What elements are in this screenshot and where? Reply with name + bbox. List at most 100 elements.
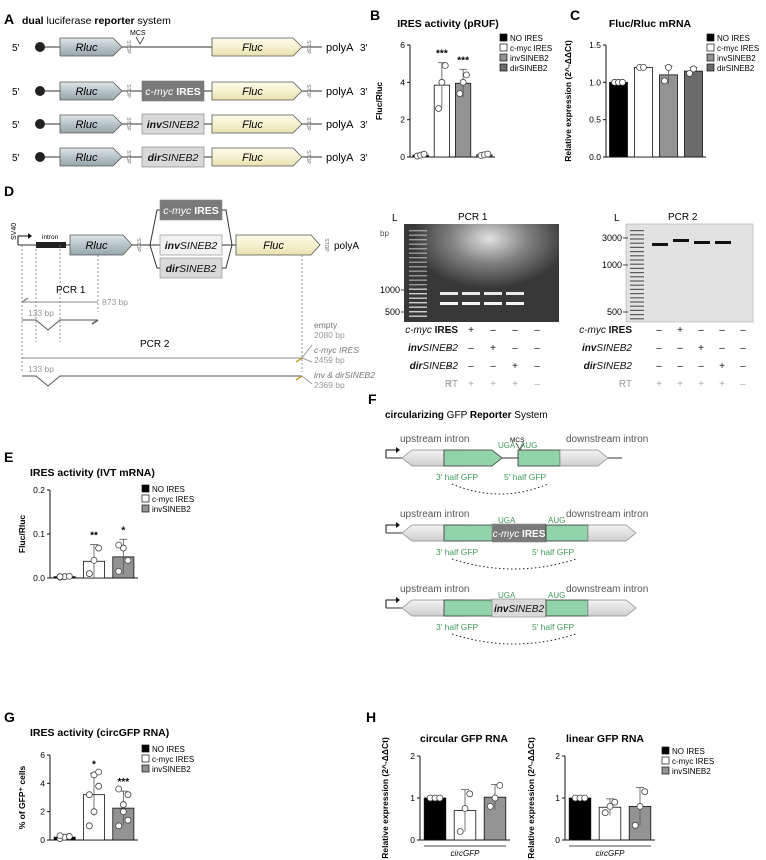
stop-label: STOP — [125, 117, 131, 131]
ladder-band — [630, 297, 644, 299]
fluc-stop: STOP — [305, 84, 311, 98]
x-axis-label: circGFP — [596, 849, 626, 858]
gfp-promoter — [385, 449, 398, 458]
chart-title: Fluc/Rluc mRNA — [609, 18, 692, 30]
insert-label-f: invSINEB2 — [494, 604, 544, 615]
insert-box — [141, 146, 205, 168]
gel2-cell: + — [698, 379, 704, 390]
label-part: IRES — [191, 205, 218, 217]
fluc-gene — [211, 114, 303, 134]
gel1-band-lower — [440, 302, 458, 305]
legend-label: c-myc IRES — [717, 44, 759, 53]
pcr2-primer-r — [295, 357, 303, 363]
pcr2-spliced-size: 133 bp — [28, 364, 54, 374]
legend-swatch — [706, 33, 715, 42]
y-tick-label: 0.5 — [589, 115, 601, 125]
fluc-gene-d — [235, 234, 321, 256]
gel1-band-lower — [484, 302, 502, 305]
data-point — [119, 801, 127, 808]
gel2-cell: + — [677, 379, 683, 390]
gel2-cell: – — [698, 361, 704, 372]
legend-label: NO IRES — [717, 34, 750, 43]
label-part: inv — [582, 343, 598, 354]
gel1-cell: – — [490, 361, 496, 372]
label-part: SINEB2 — [179, 263, 217, 275]
ladder-band — [409, 270, 427, 272]
y-tick-label: 0.0 — [589, 152, 601, 162]
half3-label: 3′ half GFP — [436, 472, 479, 482]
data-point — [491, 794, 499, 802]
polya-label-d: polyA — [334, 241, 359, 252]
five-prime-label: 5′ — [12, 120, 20, 131]
legend-swatch — [141, 494, 150, 503]
gel1-cell: – — [534, 325, 540, 336]
rluc-gene — [59, 81, 123, 101]
gel2-cell: + — [677, 325, 683, 336]
data-point — [641, 788, 649, 796]
y-axis-label: Fluc/Rluc — [374, 82, 384, 121]
downstream-intron — [587, 599, 637, 617]
fluc-gene — [211, 81, 303, 101]
significance-mark: ** — [90, 531, 98, 542]
gel2-band — [673, 239, 689, 242]
data-point — [124, 791, 132, 799]
insert-label: dirSINEB2 — [148, 152, 199, 164]
downstream-intron-label: downstream intron — [566, 584, 648, 595]
bar-3 — [684, 70, 703, 158]
significance-mark: * — [92, 759, 96, 770]
data-point — [90, 808, 98, 816]
ladder-band — [630, 288, 644, 290]
gel2-ladder-label: L — [614, 213, 620, 224]
gel1-mark-0: 1000 — [380, 285, 400, 295]
panel-f-title: circularizing GFP Reporter System — [385, 410, 548, 421]
ladder-band — [630, 276, 644, 278]
legend-swatch — [661, 766, 670, 775]
data-point — [56, 573, 64, 581]
y-tick-label: 0.0 — [33, 573, 45, 583]
mcs-label: MCS — [130, 30, 146, 37]
data-point — [95, 768, 103, 776]
y-tick-label: 0 — [555, 835, 560, 845]
data-point — [661, 77, 668, 85]
pcr2-spliced — [22, 375, 302, 387]
half5-label: 5′ half GFP — [532, 547, 575, 557]
legend-label: NO IRES — [152, 745, 185, 754]
five-prime-label: 5′ — [12, 43, 20, 54]
panel-a: A dual luciferase reporter system 5′Rluc… — [4, 11, 368, 168]
panel-f-letter: F — [368, 391, 377, 407]
mcs-mark — [135, 36, 145, 45]
legend-swatch — [706, 53, 715, 62]
gel1-cell: – — [490, 325, 496, 336]
legend-label: c-myc IRES — [510, 44, 552, 53]
ladder-band — [409, 252, 427, 254]
data-point — [456, 90, 464, 97]
gel2-cell: – — [740, 325, 746, 336]
rluc-gene-label: Rluc — [75, 152, 98, 164]
gel1-cell: – — [468, 361, 474, 372]
intron-block — [36, 242, 66, 248]
gfp-promoter-head — [396, 597, 400, 603]
data-point — [640, 64, 647, 71]
ladder-band — [630, 301, 644, 303]
y-tick-label: 2 — [400, 115, 405, 125]
rluc-stop-d: STOP — [135, 238, 141, 252]
data-point — [686, 69, 693, 77]
y-tick-label: 1.0 — [589, 77, 601, 87]
data-point — [115, 541, 123, 549]
insert-label: invSINEB2 — [147, 119, 200, 131]
fluc-stop: STOP — [305, 40, 311, 54]
panel-f: F circularizing GFP Reporter System upst… — [368, 391, 648, 645]
five-prime-label: 5′ — [12, 153, 20, 164]
label-part: SINEB2 — [422, 343, 458, 354]
label-part: inv — [408, 343, 424, 354]
panel-letter-g: G — [4, 709, 15, 725]
gfp-promoter — [385, 524, 398, 533]
